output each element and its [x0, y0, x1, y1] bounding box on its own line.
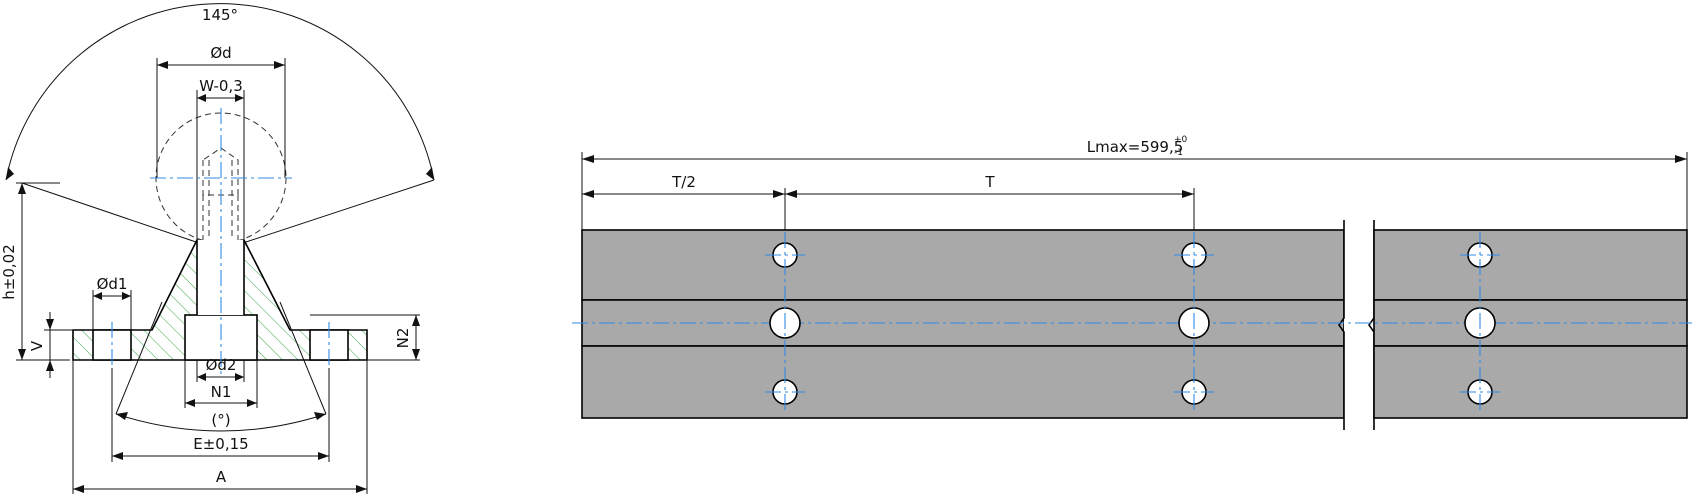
- hole-column-1: [765, 232, 805, 410]
- dia-d2-dimension: Ød2: [196, 356, 245, 382]
- dia-d1-dimension: Ød1: [92, 275, 132, 330]
- bottom-angle-label: (°): [211, 411, 230, 429]
- cross-section-view: 145° Ød W-0,3: [0, 3, 435, 494]
- height-h-label: h±0,02: [0, 244, 18, 299]
- pitch-dimensions: T/2 T: [582, 173, 1195, 230]
- n1-label: N1: [211, 383, 232, 401]
- width-w-dimension: W-0,3: [196, 77, 245, 240]
- bottom-angle-dimension: (°): [115, 301, 327, 432]
- pitch-label: T: [984, 173, 995, 191]
- v-label: V: [28, 340, 46, 351]
- rail-top-view: Lmax=599,5 +0 -1 T/2 T: [572, 135, 1692, 430]
- half-pitch-label: T/2: [671, 173, 696, 191]
- n1-dimension: N1: [184, 360, 258, 408]
- pin-hidden-lines: [202, 147, 239, 240]
- length-dimension: Lmax=599,5 +0 -1: [581, 135, 1688, 230]
- a-label: A: [216, 468, 227, 486]
- length-tolerance-lower: -1: [1174, 148, 1183, 158]
- length-label: Lmax=599,5: [1087, 138, 1184, 156]
- angle-145-label: 145°: [202, 6, 238, 24]
- height-h-dimension: h±0,02: [0, 182, 70, 361]
- angle-145-dimension: 145°: [5, 3, 435, 243]
- width-w-label: W-0,3: [199, 77, 243, 95]
- rail-right-segment: [1373, 229, 1688, 419]
- v-dimension: V: [28, 312, 73, 378]
- dia-d-dimension: Ød: [156, 44, 286, 178]
- n2-dimension: N2: [310, 314, 420, 361]
- dia-d1-label: Ød1: [97, 275, 128, 293]
- hole-column-2: [1174, 232, 1214, 410]
- rail-break: [1338, 220, 1375, 430]
- length-tolerance-upper: +0: [1174, 135, 1188, 145]
- dia-d-label: Ød: [210, 44, 231, 62]
- e-dimension: E±0,15: [111, 368, 330, 462]
- hole-column-3: [1460, 232, 1500, 410]
- n2-label: N2: [394, 328, 412, 349]
- a-dimension: A: [72, 360, 368, 494]
- dia-d2-label: Ød2: [206, 356, 237, 374]
- rail-left-segment: [581, 229, 1345, 419]
- e-label: E±0,15: [193, 435, 248, 453]
